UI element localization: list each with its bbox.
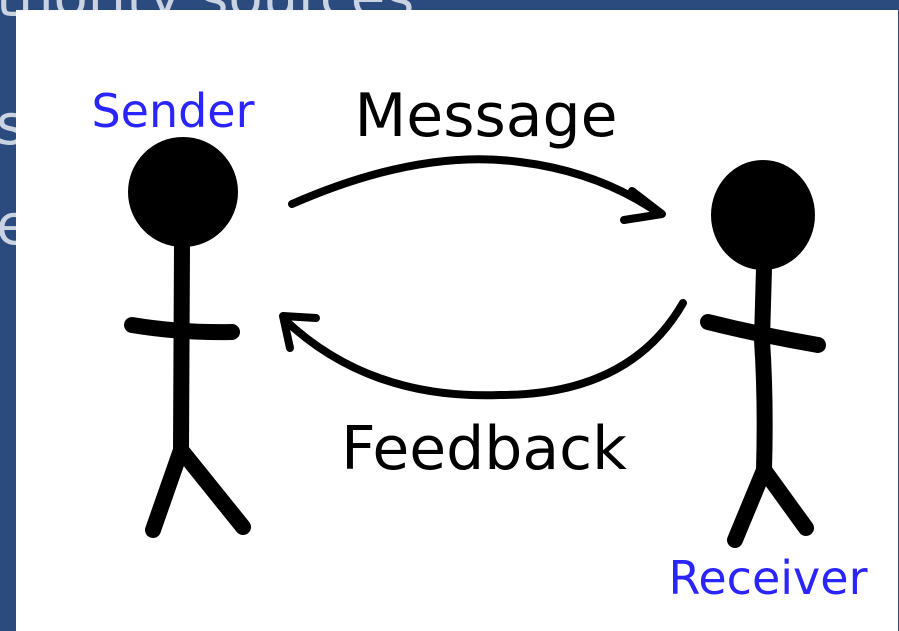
receiver-head: [711, 160, 815, 270]
receiver-label: Receiver: [668, 551, 867, 605]
message-label: Message: [355, 81, 618, 151]
feedback-label: Feedback: [341, 414, 627, 484]
message-arrow: [288, 155, 666, 224]
sender-arms: [124, 317, 240, 341]
receiver-right-leg: [756, 462, 814, 536]
receiver-arms: [700, 314, 826, 353]
feedback-arrowhead: [279, 312, 320, 352]
feedback-arrow-curve: [281, 299, 687, 400]
sender-right-leg: [173, 442, 251, 535]
sender-body: [173, 237, 190, 458]
message-arrowhead: [620, 187, 666, 224]
message-arrow-curve: [288, 155, 664, 218]
sender-left-leg: [145, 442, 189, 538]
diagram-panel: [16, 10, 898, 631]
feedback-arrow: [279, 299, 687, 400]
sender-head: [128, 137, 238, 247]
receiver-left-leg: [727, 462, 772, 548]
sender-figure: [124, 137, 251, 538]
receiver-body: [753, 260, 773, 478]
sender-label: Sender: [91, 84, 254, 138]
receiver-figure: [700, 160, 826, 548]
